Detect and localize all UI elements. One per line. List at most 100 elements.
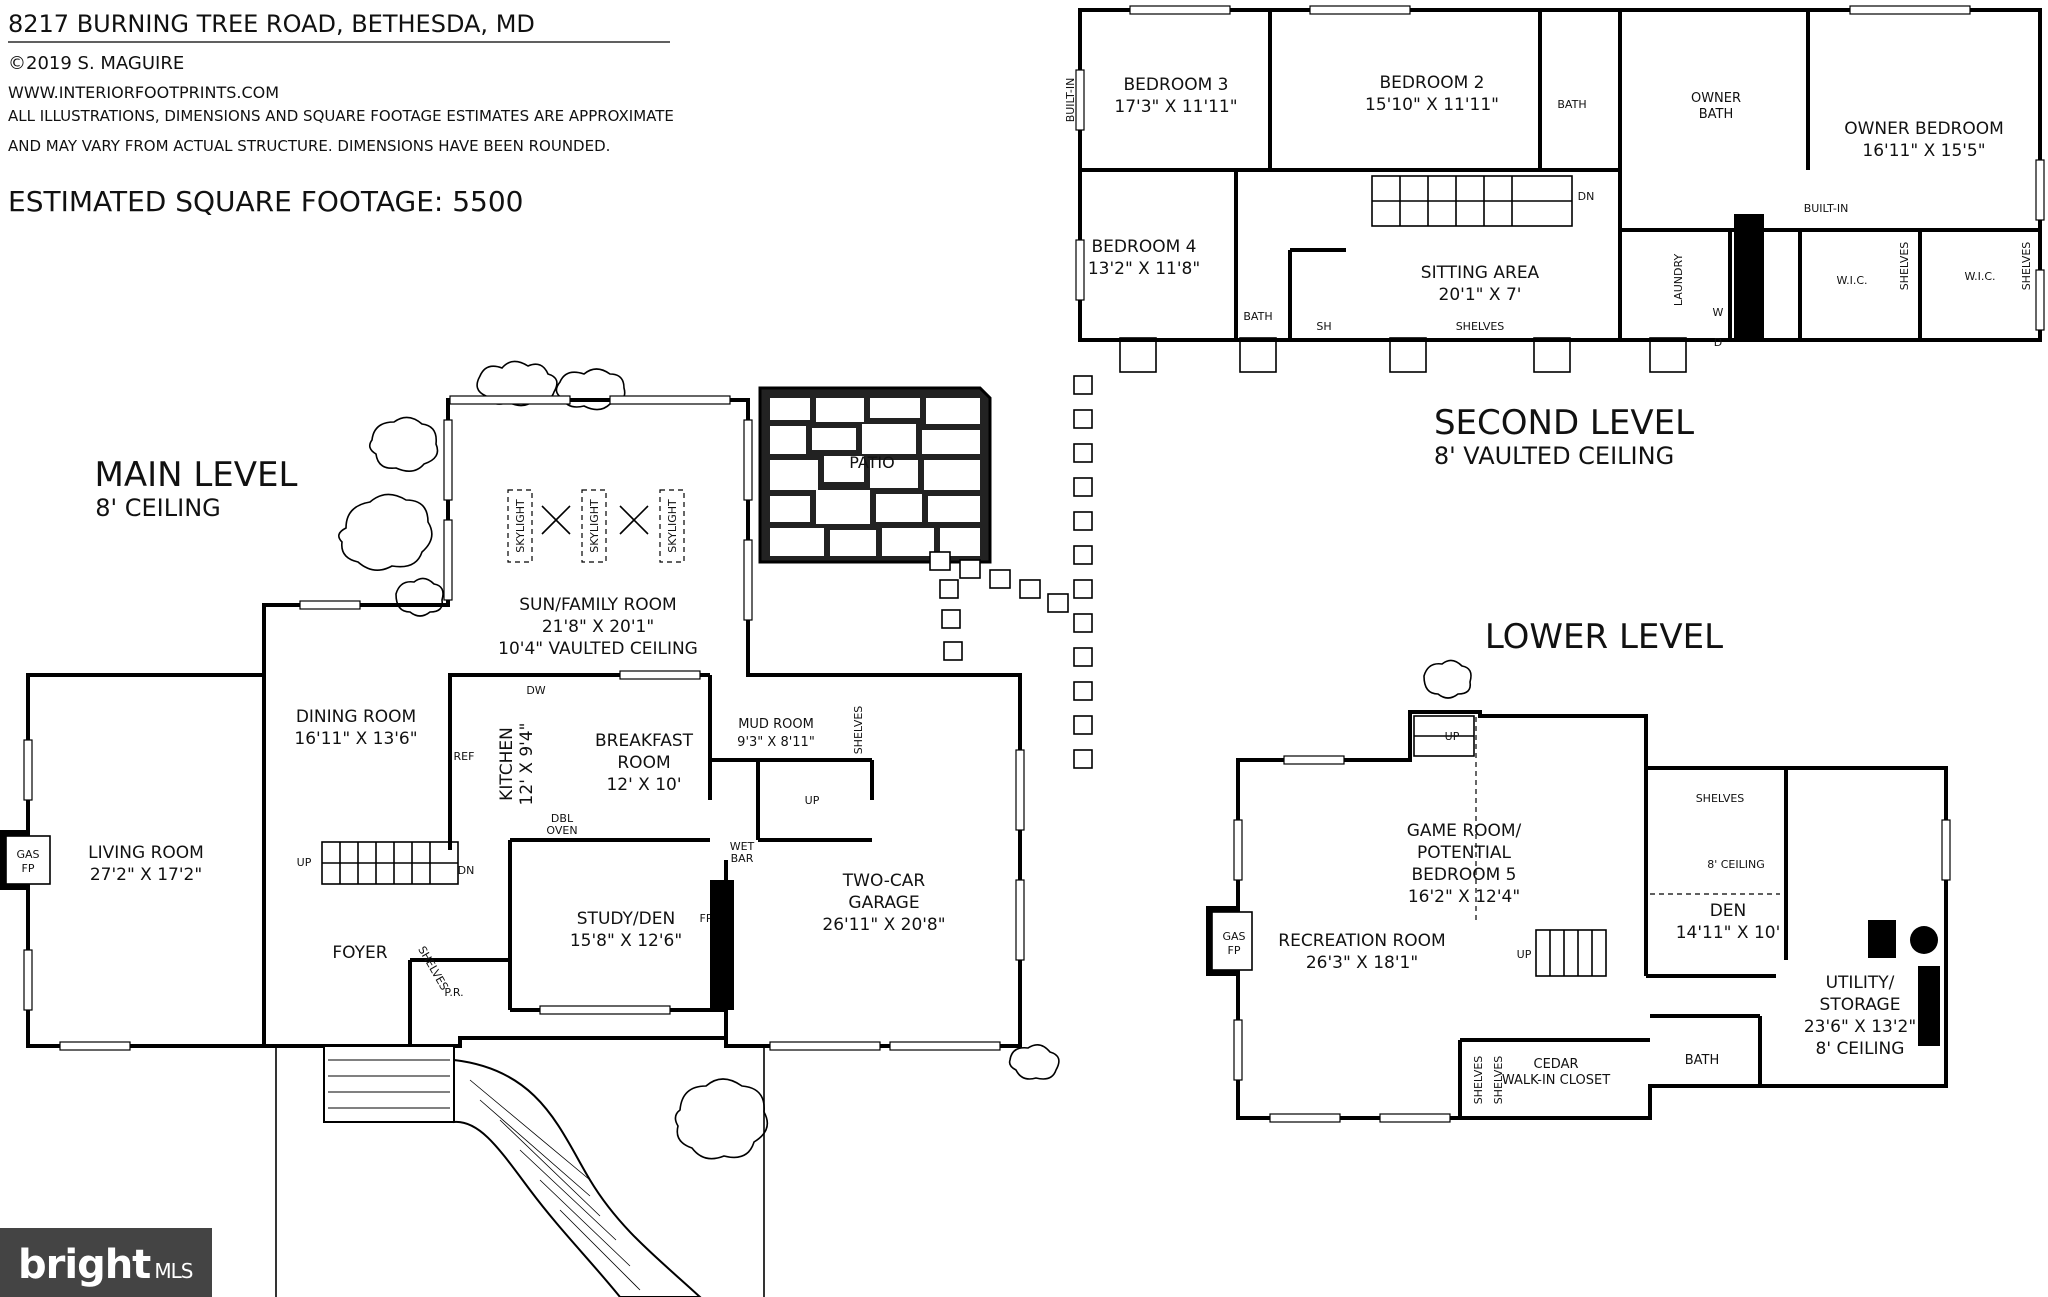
lower-up-label-1: UP: [1445, 730, 1460, 743]
dryer-label: D: [1714, 336, 1722, 349]
mud-room-dims: 9'3" X 8'11": [737, 735, 815, 750]
wic-shelves-label-2: SHELVES: [2020, 242, 2033, 291]
skylights: [507, 489, 685, 563]
cedar-shelves-label-1: SHELVES: [1472, 1056, 1485, 1105]
kitchen-dims: 12' X 9'4": [517, 723, 537, 806]
bedroom-3-dims: 17'3" X 11'11": [1114, 97, 1237, 117]
breakfast-name: BREAKFAST: [595, 731, 694, 751]
main-stairs-down-label: DN: [458, 864, 475, 877]
rec-gas-label-1: GAS: [1222, 930, 1245, 943]
wet-bar-label-1: WET: [730, 840, 755, 853]
den-name: DEN: [1710, 901, 1747, 921]
header: 8217 BURNING TREE ROAD, BETHESDA, MD ©20…: [8, 10, 674, 218]
study-dims: 15'8" X 12'6": [570, 931, 682, 951]
game-room-name-2: POTENTIAL: [1417, 843, 1512, 863]
lower-level: LOWER LEVEL: [1206, 617, 1951, 1123]
owner-bedroom-name: OWNER BEDROOM: [1844, 119, 2004, 139]
bath-2nd-label-2: BATH: [1243, 310, 1272, 323]
patio: [758, 386, 992, 564]
second-stairs-dn-label: DN: [1578, 190, 1595, 203]
wic-shelves-label-1: SHELVES: [1898, 242, 1911, 291]
second-level-bays: [1119, 337, 1687, 373]
utility-name: UTILITY/: [1826, 973, 1895, 993]
ref-label: REF: [454, 750, 475, 763]
lower-stairs: [1413, 715, 1607, 977]
ceiling-fans: [541, 505, 649, 535]
rec-fireplace-hearth: [1211, 911, 1253, 971]
owner-bath-name-2: BATH: [1699, 107, 1734, 122]
living-gas-label-2: FP: [22, 862, 35, 875]
second-level-windows: [1075, 5, 2045, 331]
cedar-closet-name: CEDAR: [1534, 1057, 1579, 1072]
utility-ceiling: 8' CEILING: [1816, 1039, 1905, 1059]
cedar-shelves-label-2: SHELVES: [1492, 1056, 1505, 1105]
lower-level-walls: [1236, 710, 1948, 1120]
game-room-name: GAME ROOM/: [1407, 821, 1522, 841]
second-level-walls: [1078, 8, 2042, 342]
wic-label-1: W.I.C.: [1836, 274, 1867, 287]
stepping-stones: [929, 375, 1093, 769]
living-gas-label-1: GAS: [16, 848, 39, 861]
dbl-oven-label-2: OVEN: [546, 824, 577, 837]
main-level-ceiling: 8' CEILING: [95, 494, 221, 522]
second-level-ceiling: 8' VAULTED CEILING: [1434, 442, 1674, 470]
bath-2nd-label-1: BATH: [1557, 98, 1586, 111]
address-text: 8217 BURNING TREE ROAD, BETHESDA, MD: [8, 10, 535, 38]
breakfast-dims: 12' X 10': [606, 775, 681, 795]
washer-label: W: [1713, 306, 1724, 319]
living-fireplace-hearth: [5, 835, 51, 885]
front-walkway: [275, 1045, 765, 1297]
garage-dims: 26'11" X 20'8": [822, 915, 945, 935]
lower-up-label-2: UP: [1517, 948, 1532, 961]
wet-bar-label-2: BAR: [731, 852, 754, 865]
mud-shelves-label: SHELVES: [852, 706, 865, 755]
lower-bath-name: BATH: [1685, 1053, 1720, 1068]
main-level-windows: [23, 395, 1025, 1051]
laundry-label: LAUNDRY: [1672, 254, 1685, 307]
garage-name-2: GARAGE: [848, 893, 919, 913]
lower-level-title: LOWER LEVEL: [1485, 617, 1723, 657]
garage-name: TWO-CAR: [842, 871, 926, 891]
sun-room-ceiling: 10'4" VAULTED CEILING: [498, 639, 698, 659]
living-room-dims: 27'2" X 17'2": [90, 865, 202, 885]
bedroom-3-name: BEDROOM 3: [1124, 75, 1229, 95]
cedar-closet-name-2: WALK-IN CLOSET: [1502, 1073, 1610, 1088]
game-room-name-3: BEDROOM 5: [1412, 865, 1517, 885]
den-dims: 14'11" X 10': [1676, 923, 1781, 943]
shower-label: SH: [1316, 320, 1331, 333]
builtin-label-1: BUILT-IN: [1064, 78, 1077, 123]
utility-equipment-1: [1868, 920, 1896, 958]
den-ceiling: 8' CEILING: [1707, 858, 1765, 871]
skylight-label-2: SKYLIGHT: [588, 499, 601, 553]
dining-room-dims: 16'11" X 13'6": [294, 729, 417, 749]
main-level: MAIN LEVEL 8' CEILING: [0, 360, 1093, 1297]
main-level-title: MAIN LEVEL: [95, 455, 298, 495]
utility-dims: 23'6" X 13'2": [1804, 1017, 1916, 1037]
second-level: SECOND LEVEL 8' VAULTED CEILING: [1064, 5, 2045, 470]
sitting-area-name: SITTING AREA: [1421, 263, 1540, 283]
skylight-label-3: SKYLIGHT: [666, 499, 679, 553]
study-name: STUDY/DEN: [577, 909, 675, 929]
lower-level-windows: [1233, 755, 1951, 1123]
rec-room-name: RECREATION ROOM: [1278, 931, 1445, 951]
disclaimer-line-1: ALL ILLUSTRATIONS, DIMENSIONS AND SQUARE…: [8, 107, 674, 125]
powder-room-label: P.R.: [444, 986, 463, 999]
dbl-oven-label-1: DBL: [551, 812, 574, 825]
bedroom-2-dims: 15'10" X 11'11": [1365, 95, 1499, 115]
website-text: WWW.INTERIORFOOTPRINTS.COM: [8, 83, 279, 102]
utility-equipment-2: [1910, 926, 1938, 954]
utility-equipment-3: [1918, 966, 1940, 1046]
foyer-shelves-label: SHELVES: [415, 944, 451, 993]
disclaimer-line-2: AND MAY VARY FROM ACTUAL STRUCTURE. DIME…: [8, 137, 610, 155]
square-footage-text: ESTIMATED SQUARE FOOTAGE: 5500: [8, 185, 523, 218]
game-room-dims: 16'2" X 12'4": [1408, 887, 1520, 907]
bright-mls-suffix: MLS: [154, 1259, 193, 1283]
second-level-stairs: [1371, 175, 1573, 227]
main-stairs-up-label: UP: [297, 856, 312, 869]
lower-tree: [1423, 659, 1472, 699]
sitting-area-dims: 20'1" X 7': [1439, 285, 1522, 305]
bedroom-2-name: BEDROOM 2: [1380, 73, 1485, 93]
